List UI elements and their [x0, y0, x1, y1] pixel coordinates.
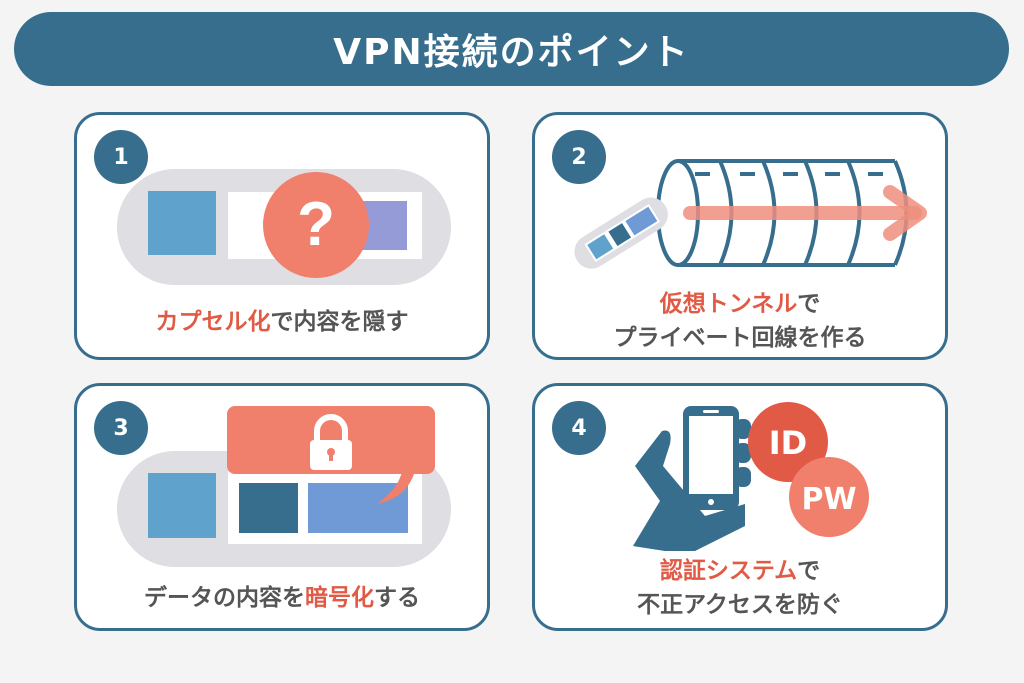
- caption: 認証システムで 不正アクセスを防ぐ: [637, 558, 843, 618]
- step-number: 1: [94, 130, 148, 184]
- encryption-illustration: [117, 406, 451, 567]
- header-block: [148, 191, 216, 255]
- payload-block: [362, 201, 407, 250]
- caption: データの内容を暗号化する: [144, 585, 420, 611]
- packet-icon: [574, 197, 668, 269]
- id-label: ID: [769, 424, 807, 462]
- id-badge: [748, 402, 828, 482]
- lock-icon: [310, 414, 352, 470]
- arrow-icon: [683, 185, 927, 241]
- svg-text:?: ?: [297, 190, 335, 259]
- pw-badge: [789, 457, 869, 537]
- card-tunnel: 2 仮想トンネルで プライベート回線を作る: [532, 112, 948, 360]
- card-encapsulation: ? 1 カプセル化で内容を隠す: [74, 112, 490, 360]
- header-block: [148, 473, 216, 538]
- step-number: 2: [552, 130, 606, 184]
- caption: カプセル化で内容を隠す: [155, 309, 409, 335]
- step-number: 3: [94, 401, 148, 455]
- caption: 仮想トンネルで プライベート回線を作る: [613, 291, 867, 351]
- pw-label: PW: [801, 482, 856, 517]
- card-encryption: 3 データの内容を暗号化する: [74, 383, 490, 631]
- step-number: 4: [552, 401, 606, 455]
- card-authentication: ID PW 4 認証システムで 不正アクセスを防ぐ: [532, 383, 948, 631]
- title-banner: VPN接続のポイント: [14, 12, 1009, 86]
- page-title: VPN接続のポイント: [333, 32, 690, 73]
- tunnel-illustration: [574, 159, 927, 269]
- phone-hand-icon: [633, 406, 751, 551]
- payload-block-dark: [239, 483, 298, 533]
- question-icon: [263, 172, 369, 278]
- encapsulation-illustration: ?: [117, 169, 451, 285]
- authentication-illustration: ID PW: [633, 402, 869, 551]
